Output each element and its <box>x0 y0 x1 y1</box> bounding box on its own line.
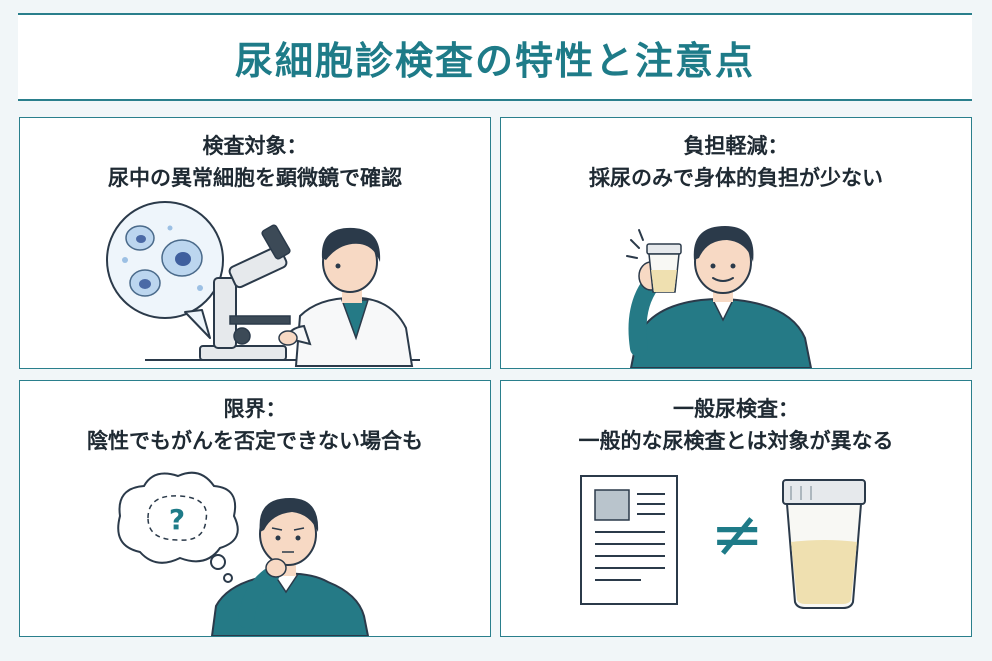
panel-heading: 検査対象： 尿中の異常細胞を顕微鏡で確認 <box>20 130 490 194</box>
panel-text: 尿中の異常細胞を顕微鏡で確認 <box>108 166 402 190</box>
panel-heading: 一般尿検査： 一般的な尿検査とは対象が異なる <box>501 393 971 457</box>
panel-label: 検査対象： <box>202 134 308 158</box>
magnified-cells-icon <box>106 201 224 339</box>
panel-label: 一般尿検査： <box>673 397 799 421</box>
scientist-icon <box>278 227 414 367</box>
panel-heading: 限界： 陰性でもがんを否定できない場合も <box>20 393 490 457</box>
urine-cup-icon <box>782 479 866 609</box>
microscope-illustration <box>106 201 420 367</box>
urine-cup-icon <box>626 229 682 293</box>
urine-sample-illustration <box>626 226 813 368</box>
page-title: 尿細胞診検査の特性と注意点 <box>234 38 755 83</box>
not-equal-icon: ≠ <box>710 498 764 572</box>
panel-test-target: 検査対象： 尿中の異常細胞を顕微鏡で確認 <box>19 117 491 369</box>
panel-label: 負担軽減： <box>683 134 789 158</box>
panel-text: 一般的な尿検査とは対象が異なる <box>578 429 894 453</box>
panel-less-burden: 負担軽減： 採尿のみで身体的負担が少ない <box>500 117 972 369</box>
panel-text: 陰性でもがんを否定できない場合も <box>87 429 423 453</box>
thought-bubble-icon <box>117 471 239 583</box>
worried-man-icon <box>210 498 370 636</box>
thinking-illustration: ? <box>117 471 370 636</box>
panel-heading: 負担軽減： 採尿のみで身体的負担が少ない <box>501 130 971 194</box>
panel-general-urine-test: 一般尿検査： 一般的な尿検査とは対象が異なる ≠ <box>500 380 972 637</box>
man-icon <box>628 226 813 368</box>
question-mark-icon: ? <box>169 503 185 536</box>
title-band: 尿細胞診検査の特性と注意点 <box>18 13 972 101</box>
comparison-illustration: ≠ <box>580 475 866 609</box>
report-document-icon <box>580 475 678 605</box>
microscope-icon <box>199 224 291 361</box>
panel-limitation: 限界： 陰性でもがんを否定できない場合も ? <box>19 380 491 637</box>
panel-text: 採尿のみで身体的負担が少ない <box>589 166 883 190</box>
panel-label: 限界： <box>223 397 287 421</box>
